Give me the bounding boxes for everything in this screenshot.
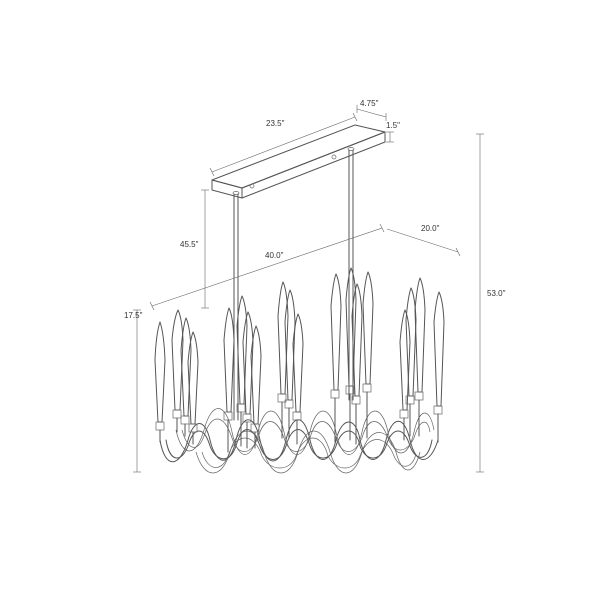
blade-8 bbox=[250, 325, 262, 449]
blade-14 bbox=[351, 283, 363, 445]
blade-10 bbox=[284, 289, 296, 439]
dimension-lines bbox=[133, 105, 484, 473]
blade-17 bbox=[405, 287, 417, 437]
blade-11 bbox=[292, 313, 304, 445]
label-drop-length: 45.5" bbox=[180, 240, 199, 249]
blade-5 bbox=[223, 307, 235, 453]
blade-4 bbox=[187, 331, 199, 445]
label-canopy-length: 23.5" bbox=[266, 119, 285, 128]
dimension-labels: 4.75" 23.5" 1.5" 45.5" 20.0" 40.0" 17.5"… bbox=[124, 99, 506, 320]
blade-12 bbox=[330, 273, 342, 443]
blade-19 bbox=[433, 291, 445, 443]
label-fixture-length: 40.0" bbox=[265, 251, 284, 260]
blade-16 bbox=[399, 309, 411, 441]
blade-3 bbox=[180, 317, 192, 437]
blade-15 bbox=[362, 271, 374, 439]
wavy-tubing bbox=[159, 408, 439, 474]
blade-1 bbox=[154, 321, 166, 443]
blade-18 bbox=[414, 277, 426, 437]
blade-2 bbox=[171, 309, 184, 433]
label-canopy-height: 1.5" bbox=[386, 121, 400, 130]
glass-blades bbox=[154, 267, 445, 453]
blade-6 bbox=[236, 295, 248, 447]
label-canopy-depth: 4.75" bbox=[360, 99, 379, 108]
blade-9 bbox=[277, 281, 289, 439]
blade-7 bbox=[242, 311, 254, 449]
label-fixture-height: 17.5" bbox=[124, 311, 143, 320]
label-fixture-width: 20.0" bbox=[421, 224, 440, 233]
label-overall-height: 53.0" bbox=[487, 289, 506, 298]
blade-13 bbox=[345, 267, 357, 441]
ceiling-canopy bbox=[211, 124, 386, 199]
